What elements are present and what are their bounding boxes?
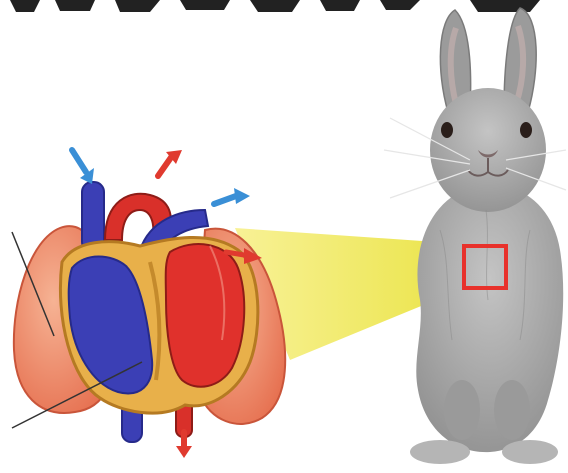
rabbit-body (416, 185, 563, 452)
rabbit-left-eye (441, 122, 453, 138)
top-partial-title (0, 0, 568, 12)
rabbit-head (430, 88, 546, 212)
rabbit-right-paw (494, 380, 530, 440)
left-heart-chambers (166, 244, 245, 387)
blue-arrow-icon (72, 150, 94, 184)
red-arrow-icon (158, 150, 182, 176)
rabbit-right-eye (520, 122, 532, 138)
rabbit-left-foot (410, 440, 470, 464)
rabbit-right-foot (502, 440, 558, 464)
rabbit-left-paw (444, 380, 480, 440)
heart-lungs-diagram (12, 150, 285, 458)
blue-arrow-icon (214, 188, 250, 204)
rabbit (384, 8, 566, 464)
